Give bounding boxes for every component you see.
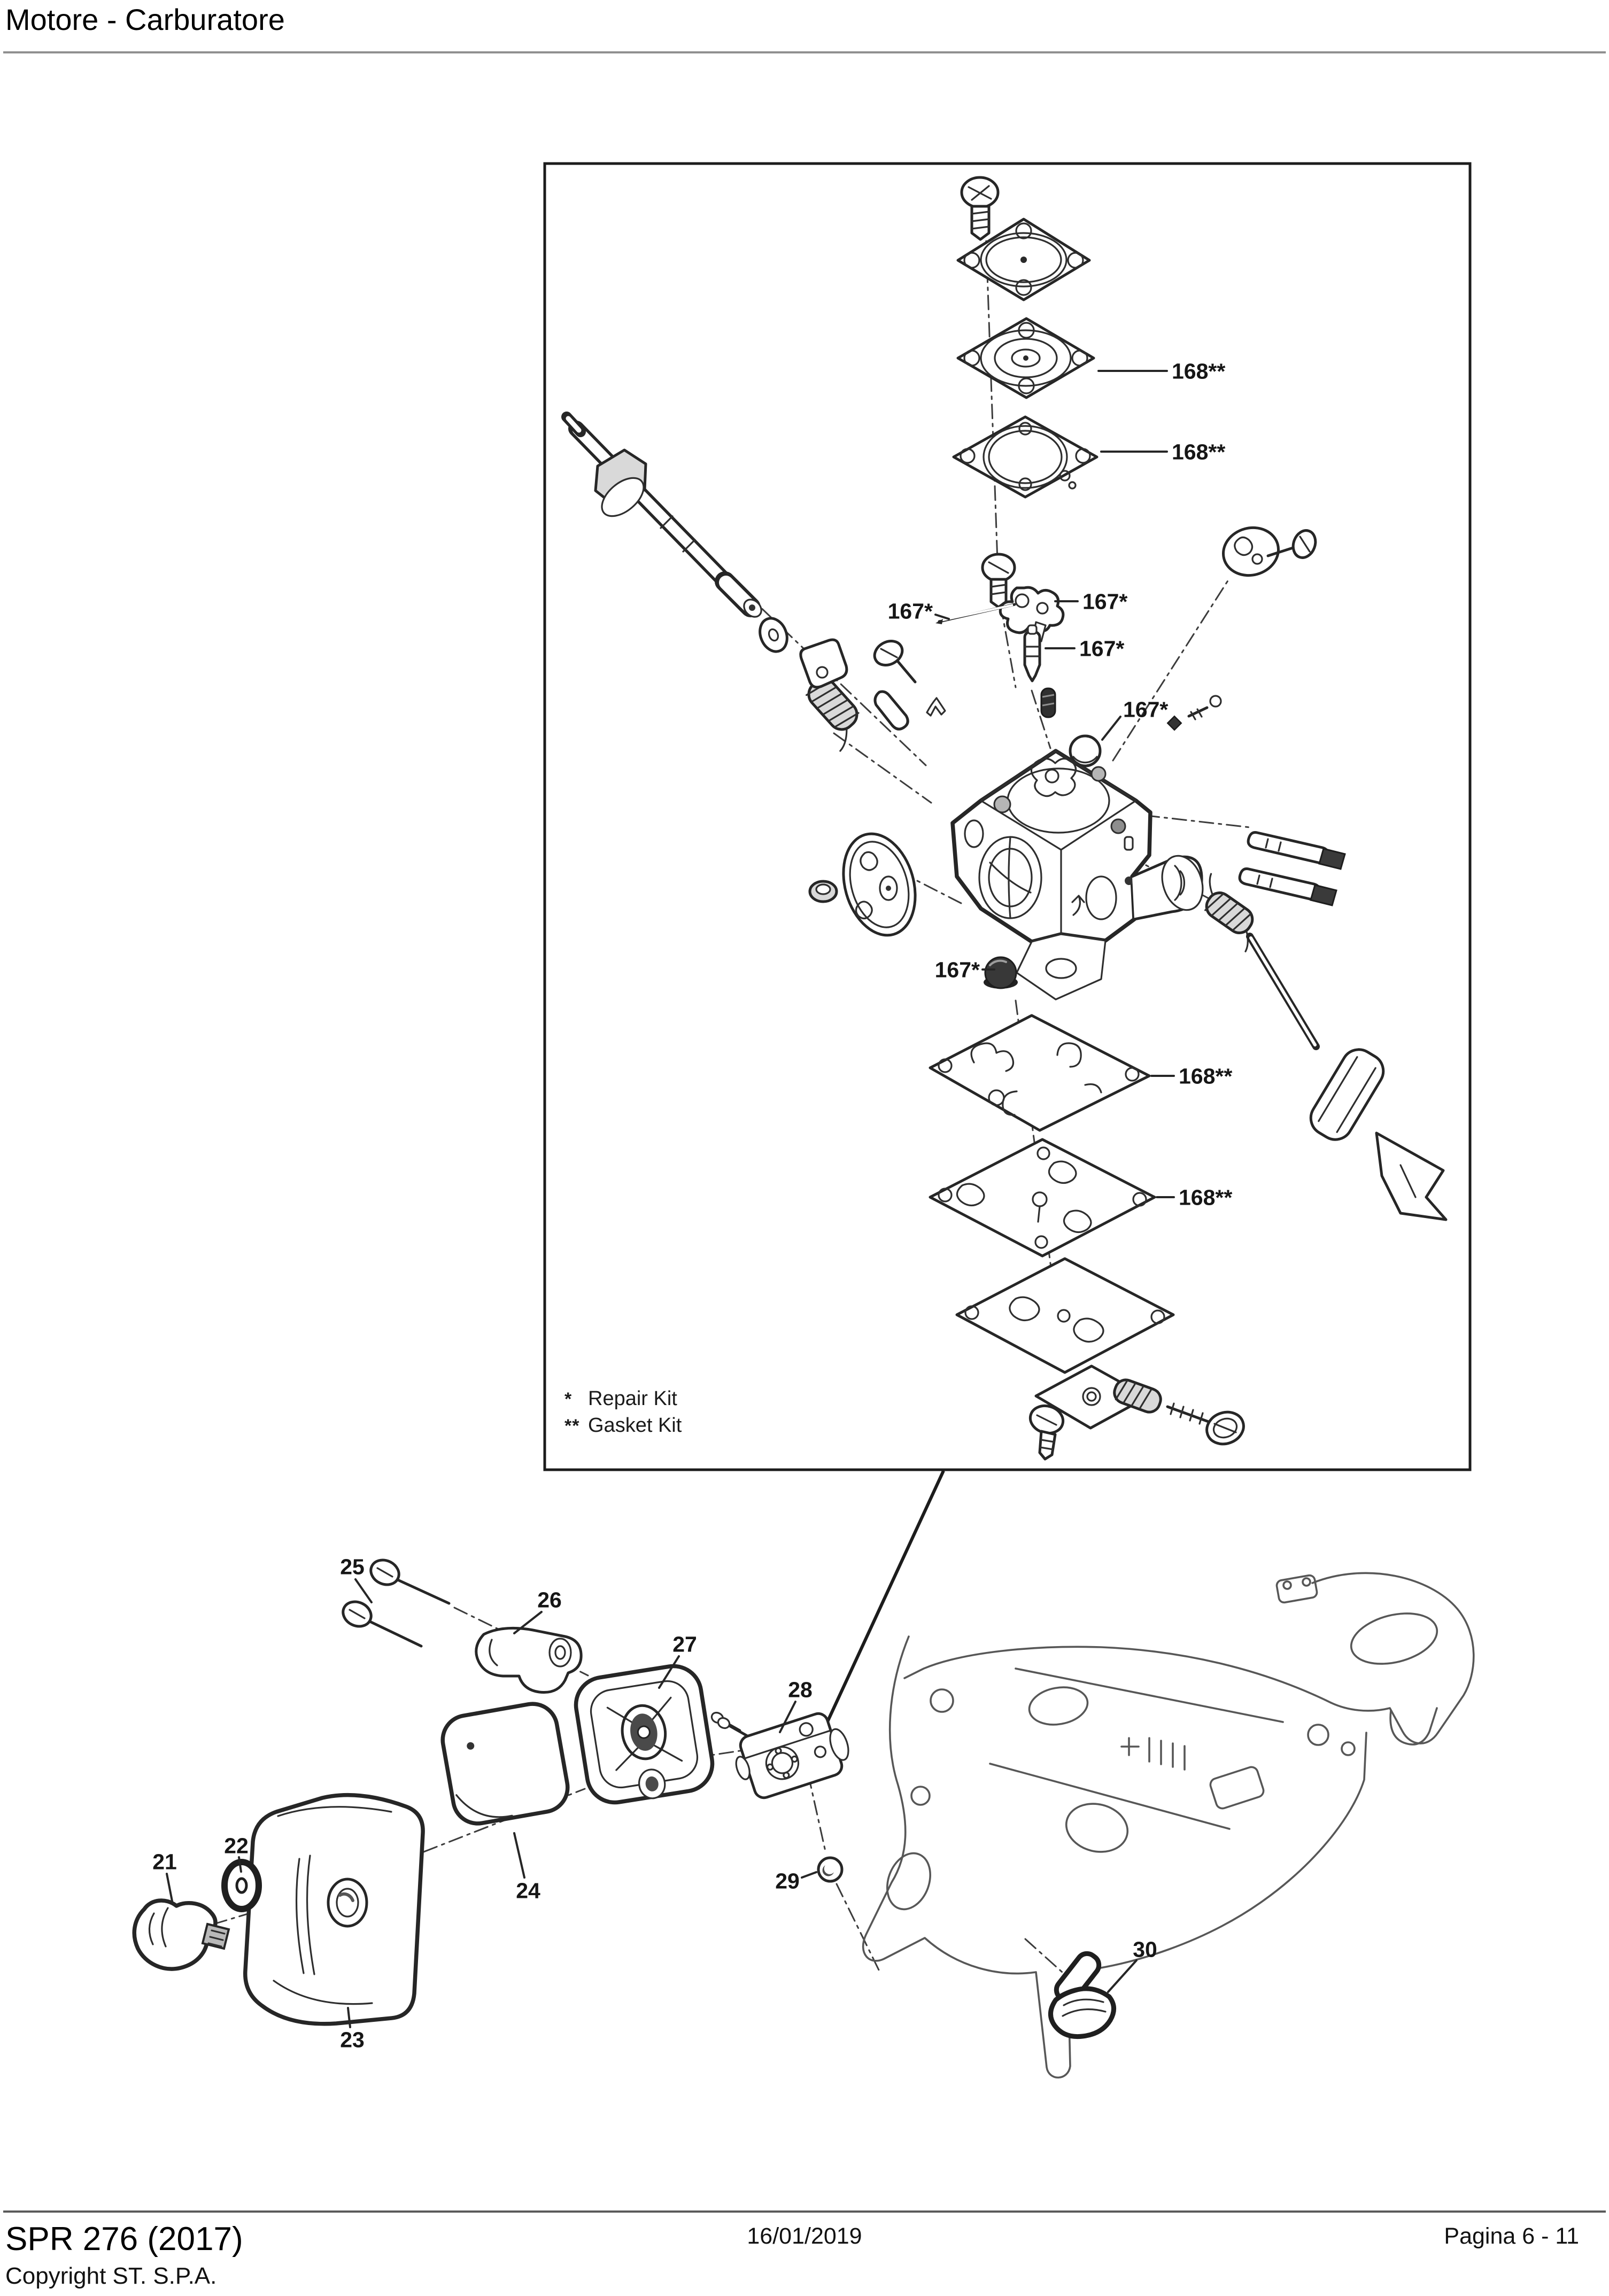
carburetor-assembled (710, 1711, 849, 1799)
footer-copyright: Copyright ST. S.P.A. (5, 2263, 217, 2289)
part-callout-27: 27 (672, 1632, 697, 1656)
lever-screw (873, 640, 917, 684)
knob-washer (221, 1859, 262, 1912)
callout-leader-22 (238, 1856, 242, 1873)
metering-diaphragm-top (956, 317, 1095, 399)
shaft-washer (759, 617, 788, 653)
adjuster-bits (1238, 831, 1346, 906)
legend-repair-kit: * Repair Kit (564, 1387, 682, 1414)
kit-legend: * Repair Kit ** Gasket Kit (564, 1387, 682, 1441)
pump-diaphragm-lower (955, 1257, 1175, 1374)
callout-layer: 168** 168** 167* 167* 167* 167* 167* 168** 168**… (152, 359, 1232, 2052)
callout-leader-26 (513, 1611, 543, 1634)
part-callout-167*: 167* (888, 599, 933, 623)
needle-rod (935, 603, 1016, 624)
needle-spring (1040, 687, 1056, 718)
friction-disc-screw (1221, 526, 1317, 577)
gasket-kit-label: Gasket Kit (588, 1414, 682, 1437)
adjuster-spring-screw (1113, 1378, 1245, 1446)
small-fasteners (1166, 695, 1222, 731)
footer-model: SPR 276 (2017) (5, 2221, 243, 2258)
metering-diaphragm-lower (929, 1138, 1156, 1258)
pump-cover-plate (956, 218, 1091, 301)
choke-knob (1048, 1951, 1116, 2039)
filter-backplate (574, 1664, 715, 1805)
part-callout-167*: 167* (1082, 589, 1127, 614)
throttle-lever (799, 638, 848, 689)
air-filter-element (440, 1702, 570, 1826)
part-callout-168**: 168** (1172, 439, 1225, 464)
cover-screws (342, 1558, 451, 1648)
part-callout-29: 29 (775, 1868, 800, 1893)
part-callout-23: 23 (340, 2027, 365, 2052)
engine-housing (862, 1572, 1475, 2079)
grommet (817, 1856, 844, 1883)
inlet-needle (1023, 624, 1041, 682)
callout-leader-28 (779, 1701, 796, 1733)
bottom-screw (1028, 1404, 1065, 1461)
repair-kit-symbol: * (564, 1389, 573, 1409)
legend-gasket-kit: ** Gasket Kit (564, 1414, 682, 1441)
callout-leader-23 (347, 2007, 351, 2028)
part-callout-24: 24 (516, 1878, 540, 1903)
callout-leader-167* (934, 614, 950, 620)
cover-knob (132, 1898, 230, 1971)
header-rule (3, 51, 1606, 53)
part-callout-30: 30 (1133, 1937, 1157, 1961)
part-callout-167*: 167* (1123, 697, 1168, 722)
carburetor-body (950, 749, 1204, 1000)
callout-leader-24 (513, 1832, 525, 1879)
screwdriver-tool (1246, 933, 1448, 1221)
part-callout-167*: 167* (935, 957, 980, 982)
throttle-shaft (561, 412, 762, 618)
footer-date: 16/01/2019 (747, 2223, 862, 2249)
part-callout-25: 25 (340, 1554, 365, 1579)
filter-cover (243, 1793, 425, 2026)
callout-leader-25 (354, 1578, 373, 1603)
detail-pointer-line (817, 1470, 945, 1741)
callout-leader-21 (166, 1873, 173, 1902)
gasket-kit-symbol: ** (564, 1416, 580, 1436)
part-callout-21: 21 (152, 1849, 177, 1874)
page-title: Motore - Carburatore (5, 3, 285, 36)
detail-box-frame (543, 162, 1472, 1471)
check-ball (1069, 734, 1102, 767)
callout-leader-29 (801, 1871, 817, 1879)
callout-leader-167* (1101, 716, 1121, 741)
footer-rule (3, 2210, 1606, 2213)
metering-spring (1204, 873, 1254, 952)
part-callout-22: 22 (224, 1833, 249, 1858)
callout-leader-30 (1107, 1959, 1138, 1993)
welch-plug (984, 956, 1018, 989)
metering-lever (873, 690, 946, 731)
cover-screw (960, 176, 1000, 241)
intake-elbow (475, 1626, 583, 1694)
repair-kit-label: Repair Kit (588, 1387, 677, 1410)
idle-screw (981, 553, 1016, 609)
callout-leader-27 (658, 1655, 680, 1689)
footer-page-number: Pagina 6 - 11 (1444, 2223, 1579, 2249)
screen-gasket (929, 1014, 1151, 1132)
pump-body-disc (842, 832, 917, 937)
part-callout-168**: 168** (1179, 1185, 1232, 1209)
part-callout-168**: 168** (1172, 359, 1225, 383)
cover-gasket-top (952, 415, 1099, 499)
part-callout-28: 28 (788, 1677, 813, 1702)
part-callout-168**: 168** (1179, 1064, 1232, 1088)
part-callout-26: 26 (537, 1587, 562, 1612)
pump-plug-cup (808, 880, 838, 903)
part-callout-167*: 167* (1079, 636, 1124, 661)
